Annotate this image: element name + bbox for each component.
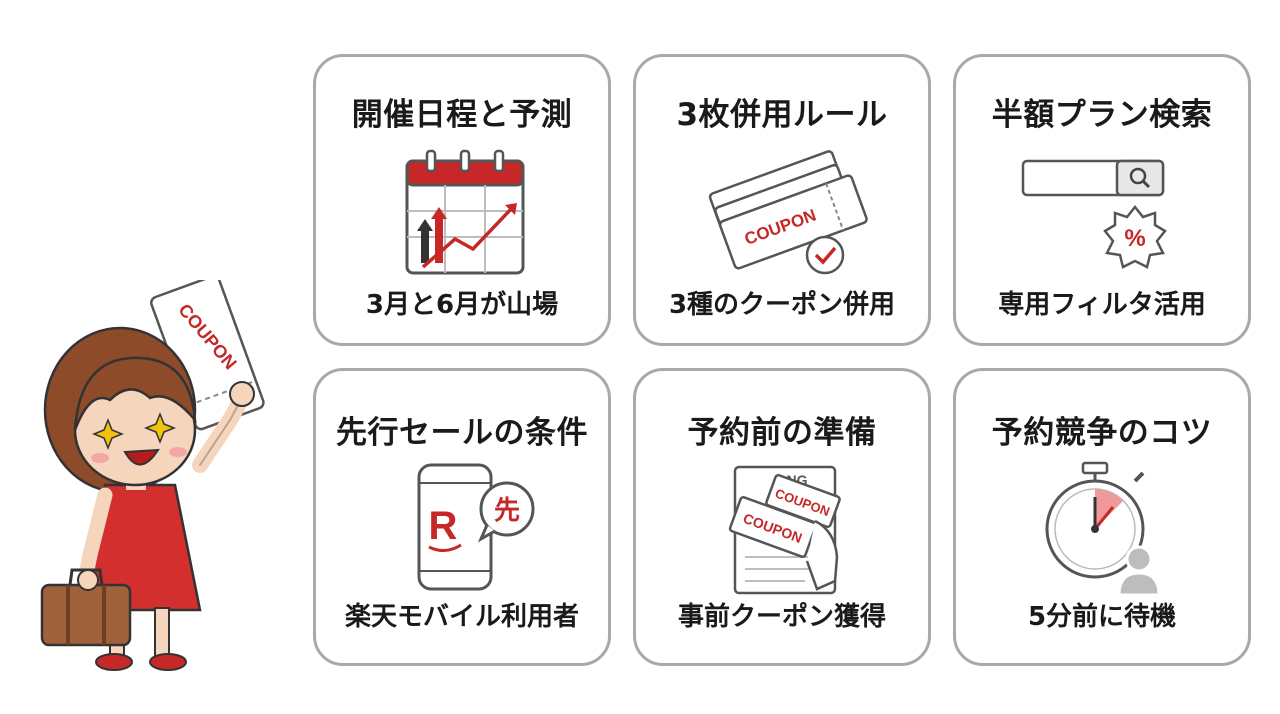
mascot-illustration: COUPON: [40, 280, 265, 671]
card-subtitle: 3月と6月が山場: [365, 290, 559, 320]
card-subtitle: 5分前に待機: [1027, 602, 1177, 632]
early-badge-text: 先: [494, 496, 520, 526]
card-booking-tips: 予約競争のコツ 5分前に待機: [953, 368, 1251, 666]
card-title: 予約前の準備: [687, 415, 877, 451]
card-title: 半額プラン検索: [991, 97, 1213, 133]
percent-badge-text: %: [1124, 225, 1145, 252]
search-icon: [1129, 167, 1151, 189]
stacked-coupons-icon: COUPON: [708, 150, 868, 275]
percent-badge-icon: %: [1103, 204, 1167, 269]
card-schedule: 開催日程と予測 3月と6月が山場: [313, 54, 611, 346]
card-title: 3枚併用ルール: [676, 97, 888, 133]
calendar-chart-icon: [405, 149, 525, 275]
card-coupon-rule: 3枚併用ルール COUPON 3種のクーポン併用: [633, 54, 931, 346]
card-subtitle: 事前クーポン獲得: [677, 602, 886, 632]
search-percent-icon: %: [1021, 159, 1167, 269]
card-preparation: 予約前の準備 NG COUPON COUPON 事前クーポン獲得: [633, 368, 931, 666]
rakuten-logo-text: R: [429, 504, 458, 548]
card-title: 予約競争のコツ: [991, 415, 1213, 451]
hand-coupons-icon: NG COUPON COUPON: [728, 465, 841, 595]
feature-grid: 開催日程と予測 3月と6月が山場 3枚併用ルール: [313, 54, 1251, 666]
card-subtitle: 楽天モバイル利用者: [344, 602, 579, 632]
card-title: 先行セールの条件: [336, 415, 588, 451]
card-half-price-search: 半額プラン検索 % 専用フィルタ活用: [953, 54, 1251, 346]
smartphone-icon: R 先: [417, 463, 535, 591]
suitcase-icon: [40, 568, 132, 647]
card-early-sale: 先行セールの条件 R 先 楽天モバイル利用者: [313, 368, 611, 666]
stopwatch-user-icon: [1045, 461, 1161, 597]
card-subtitle: 3種のクーポン併用: [668, 290, 896, 320]
card-subtitle: 専用フィルタ活用: [998, 290, 1206, 320]
card-title: 開催日程と予測: [351, 97, 573, 133]
